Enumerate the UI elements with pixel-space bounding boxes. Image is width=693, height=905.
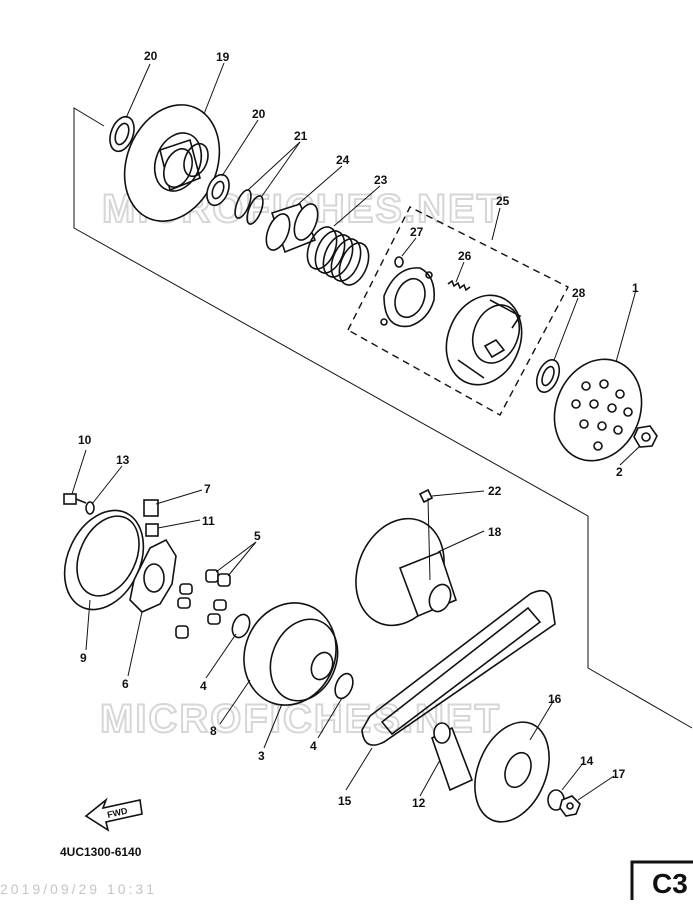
part-label-2: 2: [616, 465, 623, 479]
part-label-4a: 4: [200, 679, 207, 693]
part-label-21: 21: [294, 129, 308, 143]
part-label-20b: 20: [252, 107, 266, 121]
part-label-1: 1: [632, 281, 639, 295]
part-plate: [380, 267, 436, 328]
part-compression-spring-23: [306, 226, 370, 286]
fwd-arrow: FWD: [84, 797, 143, 832]
part-label-10: 10: [78, 433, 92, 447]
leader-lines: [71, 62, 641, 801]
corner-tag-text: C3: [652, 868, 688, 899]
part-collar-4b: [334, 672, 354, 700]
part-label-13: 13: [116, 453, 130, 467]
part-washer-13: [85, 501, 95, 515]
part-clutch-carrier: [445, 294, 523, 386]
assembly-bracket: [73, 107, 693, 729]
part-guide-24: [265, 203, 319, 254]
part-collar-4a: [231, 613, 251, 639]
corner-tag: C3: [630, 860, 693, 904]
part-label-9: 9: [80, 651, 87, 665]
part-label-12: 12: [412, 796, 426, 810]
part-label-5: 5: [254, 529, 261, 543]
part-label-14: 14: [580, 754, 594, 768]
part-label-6: 6: [122, 677, 129, 691]
fwd-label: FWD: [106, 806, 129, 820]
part-label-22: 22: [488, 484, 502, 498]
part-label-20a: 20: [144, 49, 158, 63]
part-label-25: 25: [496, 194, 510, 208]
part-sliding-sheave-3: [243, 602, 339, 706]
figure-code: 4UC1300-6140: [60, 845, 142, 859]
part-slider-11: [145, 523, 159, 537]
part-label-19: 19: [216, 50, 230, 64]
part-clip-27: [394, 256, 404, 268]
part-label-26: 26: [458, 249, 472, 263]
part-label-28: 28: [572, 286, 586, 300]
part-label-23: 23: [374, 173, 388, 187]
part-label-7: 7: [204, 482, 211, 496]
part-nut-2: [633, 425, 658, 448]
part-ring-28: [535, 358, 561, 394]
part-primary-sheave-18: [355, 517, 457, 627]
part-collar-20b: [206, 173, 230, 207]
clutch-assembly-box-25: [347, 206, 569, 416]
part-label-17: 17: [612, 767, 626, 781]
part-spring-26: [447, 279, 471, 292]
part-label-15: 15: [338, 794, 352, 808]
part-bolt-10: [63, 493, 87, 505]
part-label-11: 11: [202, 514, 215, 528]
part-label-18: 18: [488, 525, 502, 539]
part-v-belt-15: [361, 589, 556, 746]
part-nut-17: [559, 795, 581, 817]
part-collar-20: [109, 115, 135, 153]
part-label-16: 16: [548, 692, 562, 706]
footer-faint-text: 2019/09/29 10:31: [0, 881, 157, 897]
part-fixed-sheave-16: [474, 721, 550, 823]
part-label-8: 8: [210, 724, 217, 738]
part-cam-6: [129, 538, 177, 613]
part-weights-5: [175, 569, 231, 639]
part-collar-12: [431, 722, 474, 792]
part-label-24: 24: [336, 153, 350, 167]
part-label-27: 27: [410, 225, 424, 239]
part-cap-22: [418, 488, 434, 504]
part-slider-7: [143, 499, 159, 517]
part-label-3: 3: [258, 749, 265, 763]
part-label-4b: 4: [310, 739, 317, 753]
part-clutch-housing-1: [553, 358, 643, 462]
